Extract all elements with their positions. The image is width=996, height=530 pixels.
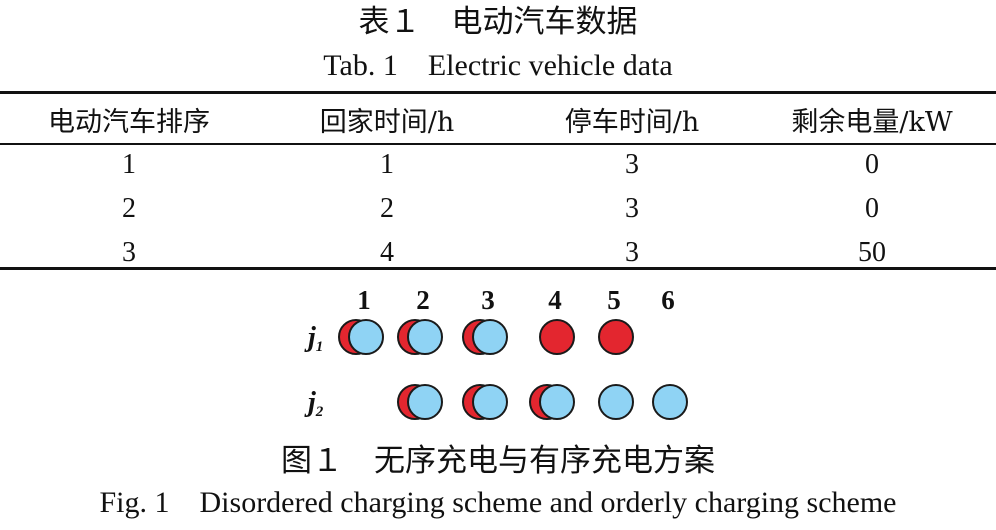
charging-slot-red (598, 319, 634, 355)
table-bottom-rule (0, 267, 996, 270)
cell-ev-order: 3 (122, 237, 136, 268)
cell-return-time: 2 (380, 193, 394, 224)
row-label-j2: j2 (304, 387, 324, 420)
table-header-rule (0, 143, 996, 145)
charging-slot-red (539, 319, 575, 355)
charging-slot-both (462, 384, 508, 420)
ev-data-table: 电动汽车排序 回家时间/h 停车时间/h 剩余电量/kW 1 1 3 0 2 2… (0, 95, 996, 275)
cell-return-time: 1 (380, 149, 394, 180)
slot-number-label: 5 (607, 285, 621, 315)
table-top-rule (0, 91, 996, 94)
row-label-j1: j1 (304, 322, 323, 355)
header-ev-order: 电动汽车排序 (48, 106, 210, 138)
slot-number-label: 1 (357, 285, 371, 315)
header-return-time: 回家时间/h (319, 106, 455, 138)
figure-caption-en: Fig. 1 Disordered charging scheme and or… (99, 486, 897, 519)
cell-parking-time: 3 (625, 149, 639, 180)
cell-ev-order: 2 (122, 193, 136, 224)
slot-number-label: 2 (416, 285, 430, 315)
slot-number-label: 4 (548, 285, 562, 315)
table-caption-en: Tab. 1 Electric vehicle data (323, 49, 673, 82)
header-parking-time: 停车时间/h (564, 106, 700, 138)
table-caption-cn: 表１ 电动汽车数据 (358, 4, 638, 40)
charging-slot-both (529, 384, 575, 420)
charging-scheme-diagram: 1 2 3 4 5 6 j1 j2 (304, 285, 688, 420)
cell-parking-time: 3 (625, 193, 639, 224)
charging-slot-blue (598, 384, 634, 420)
table-row: 2 2 3 0 (0, 187, 996, 231)
cell-return-time: 4 (380, 237, 394, 268)
cell-remaining-charge: 0 (865, 193, 879, 224)
charging-slot-blue (652, 384, 688, 420)
charging-slot-both (338, 319, 384, 355)
cell-remaining-charge: 50 (858, 237, 886, 268)
slot-number-label: 6 (661, 285, 675, 315)
slot-number-label: 3 (481, 285, 495, 315)
header-remaining-charge: 剩余电量/kW (791, 106, 953, 138)
charging-slot-both (462, 319, 508, 355)
figure-caption-cn: 图１ 无序充电与有序充电方案 (281, 443, 715, 479)
charging-slot-both (397, 319, 443, 355)
table-row: 3 4 3 50 (0, 231, 996, 275)
charging-slot-both (397, 384, 443, 420)
cell-parking-time: 3 (625, 237, 639, 268)
cell-remaining-charge: 0 (865, 149, 879, 180)
table-header-row: 电动汽车排序 回家时间/h 停车时间/h 剩余电量/kW (0, 95, 996, 143)
cell-ev-order: 1 (122, 149, 136, 180)
table-row: 1 1 3 0 (0, 143, 996, 187)
